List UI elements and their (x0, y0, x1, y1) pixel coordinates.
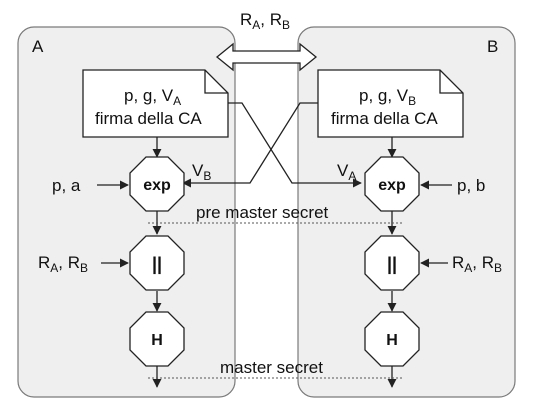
cert-b-line2: firma della CA (331, 109, 438, 128)
party-a-label: A (32, 37, 44, 56)
cert-a-line2: firma della CA (95, 109, 202, 128)
exp-block-a-label: exp (143, 177, 171, 194)
va-label: VA (337, 161, 356, 183)
input-pa-label: p, a (52, 176, 81, 195)
cross-line-vb-to-a (182, 102, 318, 188)
input-pb-label: p, b (457, 176, 485, 195)
pre-master-secret-label: pre master secret (196, 203, 329, 222)
exchange-double-arrow (215, 42, 318, 72)
cert-b-line1: p, g, VB (359, 86, 416, 108)
party-b-label: B (487, 37, 498, 56)
concat-block-b (364, 235, 420, 291)
hash-block-b-label: H (386, 332, 398, 349)
concat-block-a (129, 235, 185, 291)
cert-a-document (82, 69, 229, 138)
cert-a-line1: p, g, VA (124, 86, 181, 108)
exp-block-b (364, 156, 420, 212)
input-randoms-b-label: RA, RB (452, 253, 502, 275)
exp-block-a (129, 156, 185, 212)
hash-block-a-label: H (151, 332, 163, 349)
master-secret-label: master secret (220, 358, 323, 377)
cert-b-document (317, 69, 464, 138)
hash-block-b (364, 311, 420, 367)
hash-block-a (129, 311, 185, 367)
exchange-label: RA, RB (240, 10, 290, 32)
input-randoms-a-label: RA, RB (38, 253, 88, 275)
concat-block-b-label: || (387, 254, 397, 274)
cert-b-fold (439, 70, 463, 94)
exp-block-b-label: exp (378, 177, 406, 194)
cert-a-fold (204, 70, 228, 94)
vb-label: VB (192, 161, 211, 183)
cross-line-va-to-b (228, 102, 362, 188)
concat-block-a-label: || (152, 254, 162, 274)
